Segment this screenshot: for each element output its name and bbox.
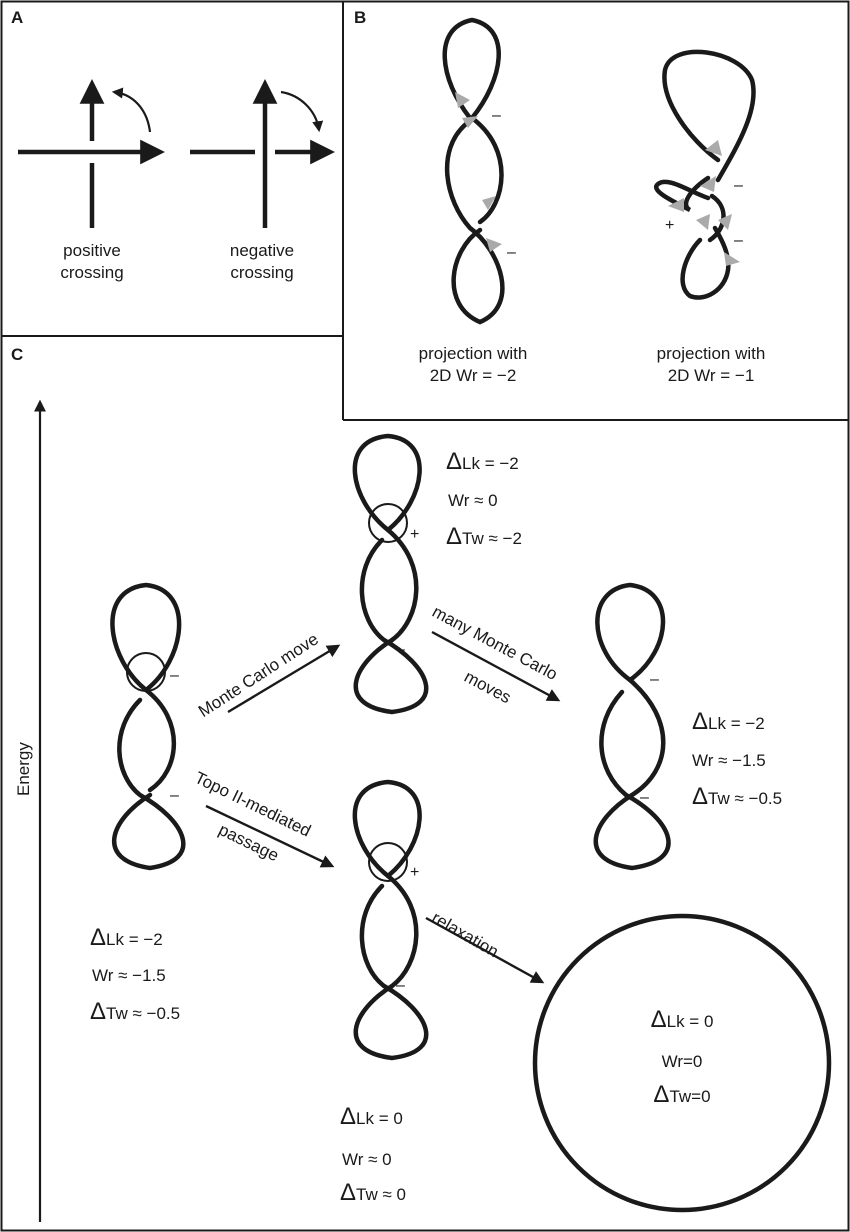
positive-crossing	[18, 79, 165, 228]
monte-carlo-state-loop	[352, 433, 429, 715]
delta-symbol: Δ	[692, 708, 709, 735]
negative-rotation-arrow	[280, 90, 324, 133]
topo-tw: ΔTw ≈ 0	[340, 1181, 406, 1205]
initial-sign-2: –	[170, 787, 179, 804]
positive-crossing-caption: positive crossing	[42, 240, 142, 284]
arrow-many-moves	[431, 630, 561, 702]
mc-tw-value: Tw ≈ −2	[462, 529, 522, 548]
many-tw: ΔTw ≈ −0.5	[692, 785, 783, 809]
positive-caption-line-1: positive	[63, 241, 121, 260]
initial-crossing-circle	[126, 652, 166, 692]
relaxed-tw-value: Tw=0	[669, 1087, 711, 1106]
many-lk-value: Lk = −2	[708, 714, 765, 733]
panel-label-a: A	[11, 8, 24, 27]
topo-sign-1: +	[410, 864, 420, 881]
mc-sign-1: +	[410, 526, 420, 543]
negative-crossing	[190, 79, 335, 228]
delta-symbol: Δ	[692, 783, 709, 810]
arrow-topo	[205, 804, 335, 868]
initial-sign-1: –	[170, 667, 179, 684]
projection-wr-minus-2	[442, 17, 505, 325]
topo-tw-value: Tw ≈ 0	[356, 1185, 406, 1204]
transition-arrows	[205, 630, 561, 984]
right-caption-line-2: 2D Wr = −1	[667, 366, 755, 385]
many-moves-state-loop	[593, 582, 671, 871]
topo-state-loop	[352, 779, 429, 1061]
relaxed-circle	[532, 913, 832, 1213]
initial-tw-value: Tw ≈ −0.5	[106, 1004, 181, 1023]
relaxed-tw: ΔTw=0	[632, 1083, 732, 1107]
topo-sign-2: –	[396, 977, 405, 994]
delta-symbol: Δ	[90, 998, 107, 1025]
many-sign-2: –	[640, 789, 649, 806]
projection-wr-minus-1	[654, 49, 756, 300]
mc-crossing-circle	[368, 503, 408, 543]
mc-tw: ΔTw ≈ −2	[446, 525, 522, 549]
topo-lk: ΔLk = 0	[340, 1105, 403, 1129]
b-right-sign-1: –	[734, 177, 743, 194]
mc-sign-2: –	[396, 641, 405, 658]
gray-arrowheads	[455, 92, 502, 252]
many-sign-1: –	[650, 671, 659, 688]
many-tw-value: Tw ≈ −0.5	[708, 789, 783, 808]
panel-label-c: C	[11, 345, 24, 364]
arrow-monte-carlo	[227, 644, 341, 714]
initial-state-loop	[110, 582, 186, 871]
panel-label-b: B	[354, 8, 367, 27]
b-right-sign-3: –	[734, 232, 743, 249]
delta-symbol: Δ	[446, 448, 463, 475]
initial-wr: Wr ≈ −1.5	[92, 966, 166, 985]
b-left-sign-2: –	[507, 244, 516, 261]
relaxed-lk-value: Lk = 0	[666, 1012, 714, 1031]
relaxed-wr: Wr=0	[661, 1052, 703, 1071]
initial-lk-value: Lk = −2	[106, 930, 163, 949]
b-right-sign-2: +	[665, 217, 675, 234]
initial-lk: ΔLk = −2	[90, 926, 163, 950]
delta-symbol: Δ	[340, 1179, 357, 1206]
delta-symbol: Δ	[446, 523, 463, 550]
topo-lk-value: Lk = 0	[356, 1109, 403, 1128]
mc-lk: ΔLk = −2	[446, 450, 519, 474]
many-lk: ΔLk = −2	[692, 710, 765, 734]
delta-symbol: Δ	[340, 1103, 357, 1130]
negative-crossing-caption: negative crossing	[212, 240, 312, 284]
delta-symbol: Δ	[653, 1081, 670, 1108]
positive-caption-line-2: crossing	[60, 263, 124, 282]
gray-arrowheads	[668, 140, 740, 266]
positive-rotation-arrow	[111, 87, 152, 133]
delta-symbol: Δ	[90, 924, 107, 951]
right-projection-caption: projection with 2D Wr = −1	[636, 343, 786, 387]
relaxed-lk: ΔLk = 0	[632, 1008, 732, 1032]
left-projection-caption: projection with 2D Wr = −2	[398, 343, 548, 387]
many-wr: Wr ≈ −1.5	[692, 751, 766, 770]
mc-lk-value: Lk = −2	[462, 454, 519, 473]
left-caption-line-1: projection with	[418, 344, 528, 363]
initial-tw: ΔTw ≈ −0.5	[90, 1000, 181, 1024]
arrow-relaxation	[425, 916, 545, 984]
negative-caption-line-2: crossing	[230, 263, 294, 282]
negative-caption-line-1: negative	[229, 241, 295, 260]
delta-symbol: Δ	[650, 1006, 667, 1033]
mc-wr: Wr ≈ 0	[448, 491, 498, 510]
topo-wr: Wr ≈ 0	[342, 1150, 392, 1169]
left-caption-line-2: 2D Wr = −2	[429, 366, 517, 385]
right-caption-line-1: projection with	[656, 344, 766, 363]
b-left-sign-1: –	[492, 107, 501, 124]
topo-crossing-circle	[368, 842, 408, 882]
energy-axis-label: Energy	[14, 742, 33, 796]
